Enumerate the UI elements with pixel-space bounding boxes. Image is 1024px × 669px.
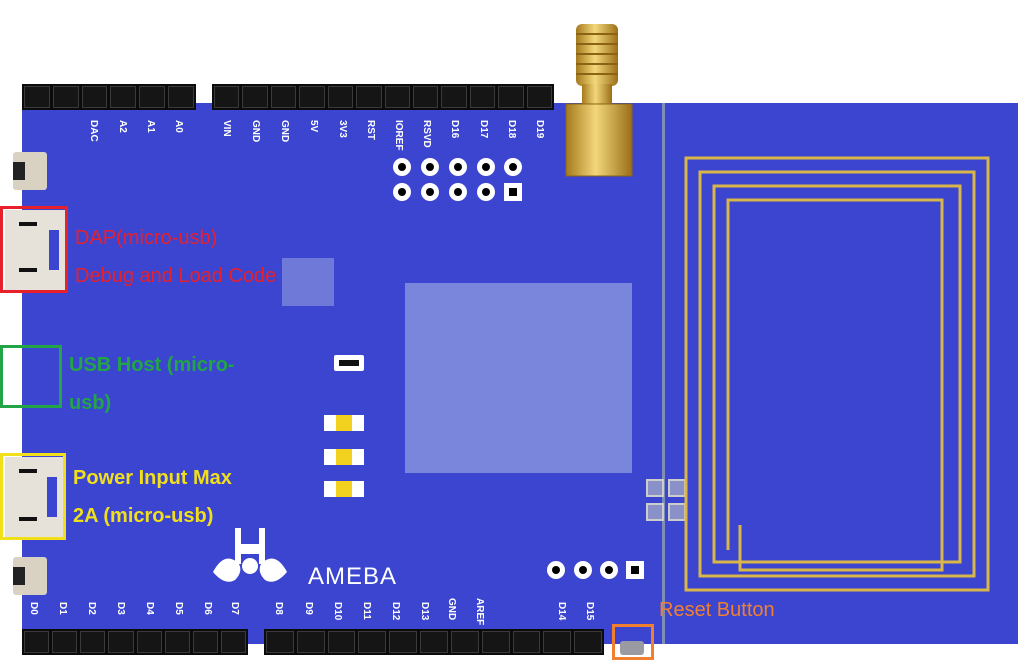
reset-highlight-box: [612, 624, 654, 660]
pad-hole: [504, 158, 522, 176]
small-chip: [282, 258, 334, 306]
bottom-right-pin-header: [264, 629, 604, 655]
pin-label-gnd: GND: [279, 120, 290, 143]
pad-hole: [574, 561, 592, 579]
pad-hole: [421, 158, 439, 176]
power-callout-line1: Power Input Max: [73, 467, 232, 489]
pcb-antenna-trace: [684, 156, 990, 592]
pin-label-vin: VIN: [221, 120, 232, 137]
pin-label-d9: D9: [303, 602, 314, 615]
pin-label-d13: D13: [419, 602, 430, 621]
pad-hole: [477, 158, 495, 176]
ameba-logo-icon: [213, 528, 287, 582]
dap-highlight-box: [0, 206, 68, 293]
pin-label-d0: D0: [28, 602, 39, 615]
pin-label-d19: D19: [534, 120, 545, 139]
reset-button[interactable]: [620, 641, 644, 655]
antenna-divider-line: [662, 103, 665, 644]
dap-callout-line2: Debug and Load Code: [75, 265, 277, 287]
bottom-left-pin-header: [22, 629, 248, 655]
pin-label-d3: D3: [115, 602, 126, 615]
pin-label-5v: 5V: [308, 120, 319, 133]
pad-square: [504, 183, 522, 201]
top-left-pin-header: [22, 84, 196, 110]
pin-label-d18: D18: [506, 120, 517, 139]
pin-label-d12: D12: [390, 602, 401, 621]
pin-label-d5: D5: [173, 602, 184, 615]
pin-label-a2: A2: [117, 120, 128, 133]
pin-label-d7: D7: [229, 602, 240, 615]
main-chip: [405, 283, 632, 473]
sma-connector-icon: [565, 24, 633, 177]
pad-hole: [600, 561, 618, 579]
led: [324, 481, 364, 497]
pin-label-aref: AREF: [474, 598, 485, 626]
pin-label-a0: A0: [173, 120, 184, 133]
pin-label-ioref: IOREF: [393, 120, 404, 151]
led: [324, 449, 364, 465]
pin-label-d15: D15: [584, 602, 595, 621]
pin-label-d17: D17: [478, 120, 489, 139]
pad-hole: [421, 183, 439, 201]
jumper: [334, 355, 364, 371]
pin-label-dac: DAC: [88, 120, 99, 142]
usb-host-highlight-box: [0, 345, 62, 408]
usb-host-callout: USB Host (micro- usb): [69, 346, 235, 422]
usb-host-callout-line1: USB Host (micro-: [69, 354, 235, 376]
pin-label-d14: D14: [556, 602, 567, 621]
led: [324, 415, 364, 431]
pin-label-d4: D4: [144, 602, 155, 615]
power-callout-line2: 2A (micro-usb): [73, 505, 214, 527]
top-right-pin-header: [212, 84, 554, 110]
reset-callout: Reset Button: [659, 599, 775, 621]
side-switch: [13, 152, 47, 190]
power-callout: Power Input Max 2A (micro-usb): [73, 459, 232, 535]
pin-label-rsvd: RSVD: [421, 120, 432, 148]
usb-host-callout-line2: usb): [69, 392, 112, 414]
pad-hole: [449, 183, 467, 201]
pin-label-d11: D11: [361, 602, 372, 620]
pin-label-a1: A1: [145, 120, 156, 133]
power-micro-usb-port: [5, 457, 63, 537]
pad-hole: [547, 561, 565, 579]
pin-label-d1: D1: [57, 602, 68, 615]
pin-label-3v3: 3V3: [337, 120, 348, 138]
pin-label-gnd: GND: [446, 598, 457, 621]
pin-label-d8: D8: [273, 602, 284, 615]
pin-label-rst: RST: [365, 120, 376, 140]
pin-label-d6: D6: [202, 602, 213, 615]
power-highlight-box: [0, 453, 66, 540]
solder-pads: [646, 479, 686, 523]
dap-callout: DAP(micro-usb) Debug and Load Code: [75, 219, 276, 295]
pad-hole: [449, 158, 467, 176]
side-switch: [13, 557, 47, 595]
pad-hole: [393, 183, 411, 201]
pad-square: [626, 561, 644, 579]
pad-hole: [477, 183, 495, 201]
pin-label-gnd: GND: [250, 120, 261, 143]
board-name: AMEBA: [308, 563, 398, 590]
pin-label-d10: D10: [332, 602, 343, 621]
pin-label-d2: D2: [86, 602, 97, 615]
dap-micro-usb-port: [5, 210, 65, 290]
dap-callout-line1: DAP(micro-usb): [75, 227, 218, 249]
pin-label-d16: D16: [449, 120, 460, 139]
pad-hole: [393, 158, 411, 176]
